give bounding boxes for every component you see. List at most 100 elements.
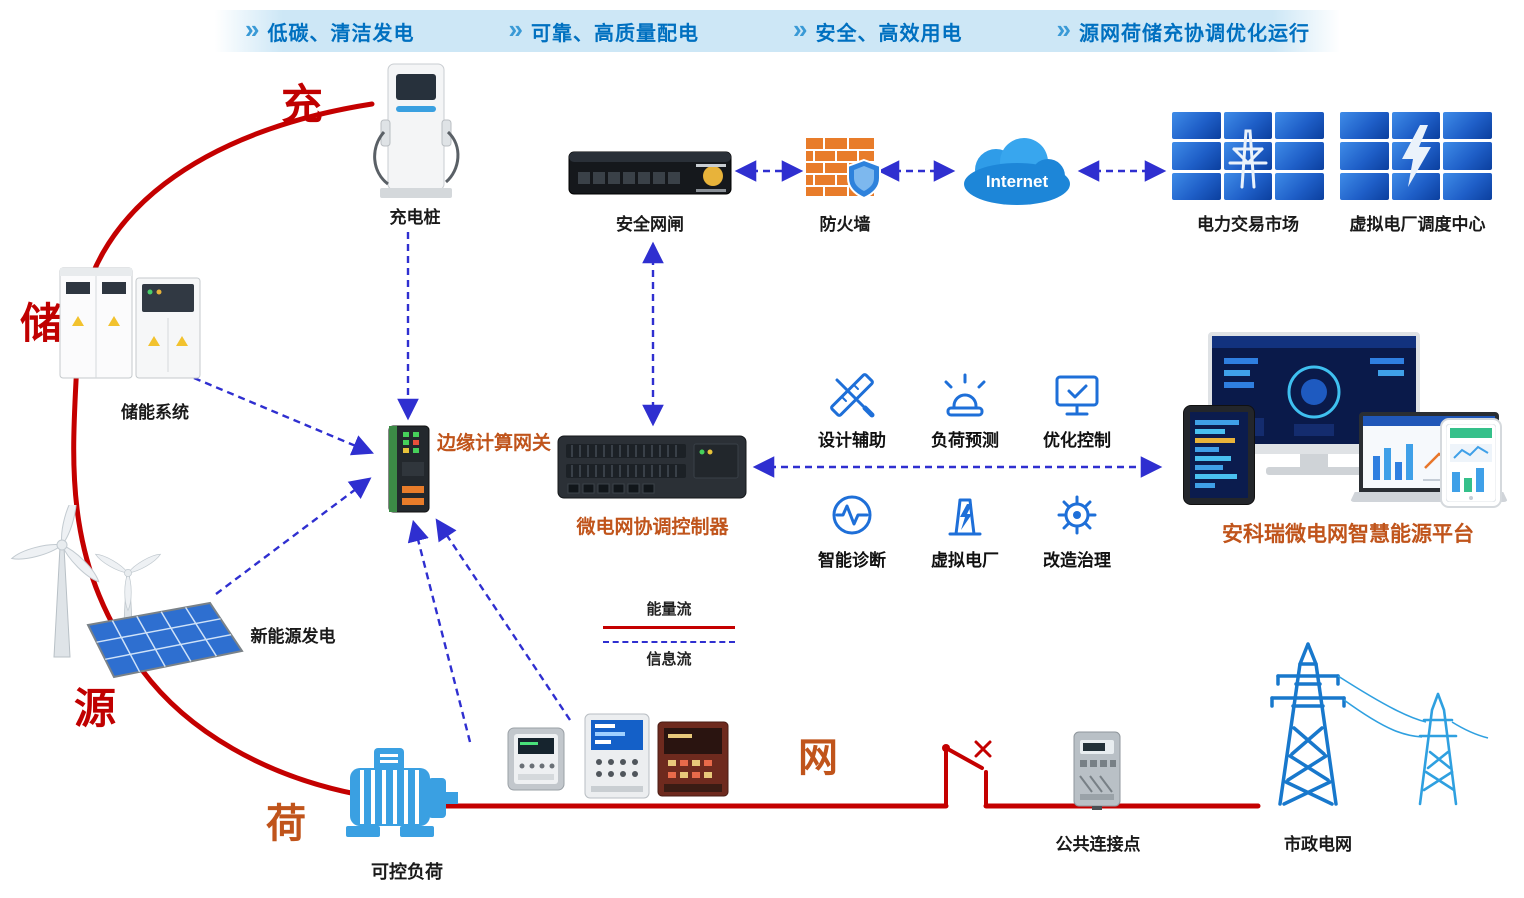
internet-cloud: Internet — [958, 136, 1076, 208]
phone-screen — [1446, 424, 1496, 502]
energy-flow-legend-label: 能量流 — [646, 601, 692, 618]
panel-tile — [1223, 172, 1273, 200]
zone-charge-label: 充 — [281, 81, 324, 128]
banner-item-label: 低碳、清洁发电 — [267, 22, 415, 45]
panel-tile — [1223, 142, 1273, 170]
charging-pile-icon — [373, 63, 460, 198]
feature-label: 虚拟电厂 — [931, 551, 999, 570]
wind-solar-icon — [10, 505, 244, 679]
firewall-device — [806, 138, 886, 200]
panel-tile — [1172, 142, 1221, 170]
laptop-base — [1350, 492, 1508, 502]
info-flow-storage-to-gateway — [193, 376, 374, 456]
power-trading-market-label: 电力交易市场 — [1197, 215, 1299, 234]
microgrid-controller-label: 微电网协调控制器 — [576, 517, 729, 538]
panel-tile — [1275, 172, 1324, 200]
switch-open-mark — [974, 740, 992, 758]
panel-tile — [1443, 112, 1492, 140]
panel-tile — [1172, 112, 1221, 140]
controllable-load-label: 可控负荷 — [371, 862, 443, 882]
optimize-control-icon — [1055, 375, 1099, 416]
banner-item-coordinated-operation: » 源网荷储充协调优化运行 — [1056, 14, 1310, 46]
feature-smart-diagnosis: 智能诊断 — [797, 488, 907, 571]
zone-load-label: 荷 — [266, 802, 306, 846]
storage-system-device — [58, 258, 208, 386]
flow-legend: 能量流 信息流 — [603, 598, 735, 669]
panel-tile — [1443, 142, 1492, 170]
municipal-grid-device — [1238, 636, 1490, 812]
feature-design-assist: 设计辅助 — [797, 368, 907, 451]
pcc-meter-device — [1070, 730, 1124, 810]
panel-tile — [1340, 172, 1389, 200]
pcc-label: 公共连接点 — [1055, 835, 1141, 854]
security-gateway-icon — [568, 151, 732, 195]
controller-module-icon — [657, 721, 729, 797]
info-flow-legend-line — [603, 641, 735, 643]
lightning-bolt-icon — [1402, 125, 1431, 187]
edge-gateway-icon — [388, 425, 430, 513]
info-flow-legend-label: 信息流 — [646, 651, 692, 668]
feature-label: 改造治理 — [1043, 551, 1111, 570]
protection-relay-device — [583, 712, 651, 802]
monitor-stand — [1300, 454, 1328, 467]
info-flow-load-to-gateway — [407, 519, 472, 743]
charging-pile-label: 充电桩 — [389, 208, 441, 227]
chevron-icon: » — [245, 14, 260, 44]
microgrid-controller-icon — [557, 435, 747, 499]
chevron-icon: » — [793, 14, 808, 44]
panel-tile — [1275, 112, 1324, 140]
power-meter-device — [506, 726, 566, 794]
platform-phone — [1440, 418, 1502, 508]
panel-tile — [1223, 112, 1273, 140]
renewable-generation-label: 新能源发电 — [250, 627, 336, 646]
renewable-generation-device — [0, 505, 248, 680]
feature-label: 优化控制 — [1043, 431, 1111, 450]
charging-pile-device — [368, 60, 463, 205]
internet-label: Internet — [985, 172, 1049, 191]
vpp-dispatch-center-label: 虚拟电厂调度中心 — [1349, 215, 1486, 234]
feature-retrofit-governance: 改造治理 — [1022, 488, 1132, 571]
platform-label: 安科瑞微电网智慧能源平台 — [1222, 523, 1474, 546]
feature-label: 设计辅助 — [818, 431, 886, 450]
controller-module-device — [656, 720, 730, 800]
banner-item-label: 源网荷储充协调优化运行 — [1078, 22, 1310, 45]
firewall-icon — [806, 138, 881, 200]
panel-tile — [1340, 142, 1389, 170]
zone-storage-label: 储 — [20, 300, 63, 347]
banner-item-label: 可靠、高质量配电 — [530, 22, 699, 45]
cloud-icon — [964, 138, 1070, 205]
zone-grid-label: 网 — [798, 736, 838, 780]
feature-virtual-power-plant: 虚拟电厂 — [910, 488, 1020, 571]
banner-item-reliable-distribution: » 可靠、高质量配电 — [508, 14, 699, 46]
feature-label: 智能诊断 — [818, 551, 886, 570]
storage-system-label: 储能系统 — [121, 403, 189, 422]
controllable-load-device — [342, 740, 462, 846]
security-gateway-label: 安全网闸 — [616, 215, 684, 234]
feature-optimize-control: 优化控制 — [1022, 368, 1132, 451]
power-trading-market-panel — [1172, 112, 1324, 200]
chevron-icon: » — [1056, 14, 1071, 44]
info-flow-meters-to-gateway — [435, 518, 571, 721]
info-flow-renewables-to-gateway — [215, 477, 372, 595]
banner-item-safe-consumption: » 安全、高效用电 — [793, 14, 962, 46]
top-banner: » 低碳、清洁发电 » 可靠、高质量配电 » 安全、高效用电 » 源网荷储充协调… — [215, 10, 1340, 52]
tablet-screen — [1190, 412, 1248, 498]
transmission-tower-icon — [1228, 129, 1268, 189]
firewall-label: 防火墙 — [819, 215, 871, 234]
edge-gateway-device — [383, 424, 435, 516]
feature-load-forecast: 负荷预测 — [910, 368, 1020, 451]
energy-flow-legend-line — [603, 626, 735, 629]
panel-tile — [1443, 172, 1492, 200]
edge-gateway-label: 边缘计算网关 — [437, 433, 552, 454]
vpp-dispatch-center-panel — [1340, 112, 1492, 200]
municipal-grid-label: 市政电网 — [1284, 835, 1352, 854]
chevron-icon: » — [508, 14, 523, 44]
motor-icon — [346, 748, 458, 837]
power-meter-icon — [507, 727, 565, 791]
panel-tile — [1340, 112, 1389, 140]
smart-diagnosis-icon — [832, 495, 872, 535]
switch-blade — [944, 746, 984, 770]
feature-label: 负荷预测 — [931, 431, 999, 450]
